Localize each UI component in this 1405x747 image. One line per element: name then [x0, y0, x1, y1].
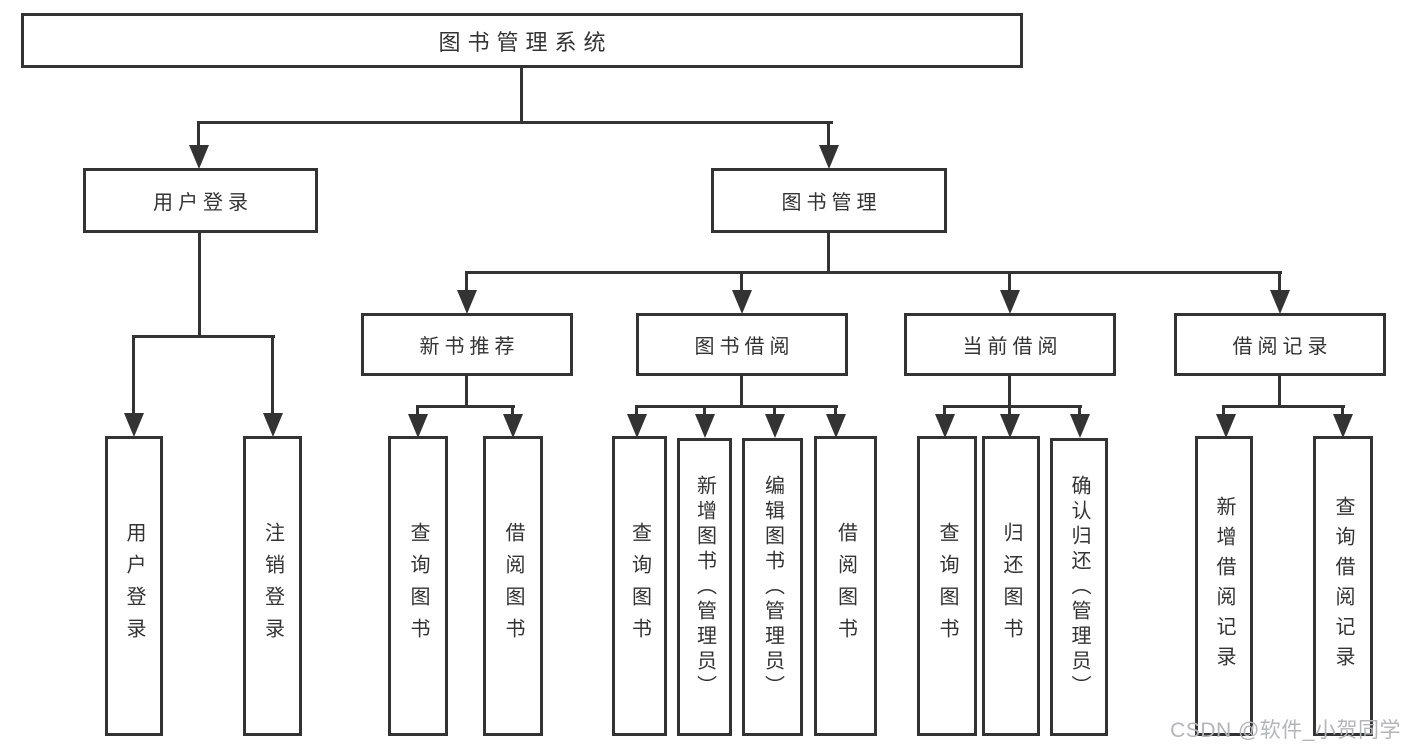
connector-line: [827, 233, 830, 274]
connector-line: [703, 405, 706, 416]
connector-line: [740, 271, 743, 292]
arrow-down-icon: [765, 414, 785, 438]
connector-line: [635, 405, 638, 416]
node-new-book-recommend: 新书推荐: [361, 313, 573, 376]
arrow-down-icon: [263, 413, 283, 437]
connector-line: [416, 405, 515, 408]
connector-line: [197, 121, 833, 124]
node-cb-return-books: 归还图书: [982, 436, 1040, 736]
node-br-add-record: 新增借阅记录: [1195, 436, 1253, 736]
connector-line: [511, 405, 514, 416]
connector-line: [465, 376, 468, 408]
connector-line: [1008, 376, 1011, 408]
arrow-down-icon: [503, 414, 523, 438]
arrow-down-icon: [457, 290, 477, 314]
connector-line: [1278, 376, 1281, 408]
arrow-down-icon: [124, 413, 144, 437]
connector-line: [773, 405, 776, 416]
arrow-down-icon: [732, 290, 752, 314]
connector-line: [1222, 405, 1225, 416]
connector-line: [1008, 405, 1011, 416]
node-book-management: 图书管理: [711, 168, 947, 233]
node-user-login-action: 用户登录: [105, 436, 163, 736]
arrow-down-icon: [935, 414, 955, 438]
arrow-down-icon: [1333, 414, 1353, 438]
connector-line: [198, 232, 201, 338]
node-cb-query-books: 查询图书: [917, 436, 977, 736]
node-nbr-query-books: 查询图书: [388, 436, 448, 736]
connector-line: [943, 405, 946, 416]
node-br-query-record: 查询借阅记录: [1313, 436, 1373, 736]
connector-line: [827, 121, 830, 148]
connector-line: [1278, 271, 1281, 292]
connector-line: [1222, 405, 1345, 408]
connector-line: [271, 335, 274, 415]
connector-line: [1078, 405, 1081, 416]
connector-line: [1008, 271, 1011, 292]
arrow-down-icon: [1070, 414, 1090, 438]
connector-line: [416, 405, 419, 416]
arrow-down-icon: [627, 414, 647, 438]
node-bb-add-books-admin: 新增图书（管理员）: [677, 438, 732, 736]
arrow-down-icon: [1216, 414, 1236, 438]
arrow-down-icon: [1270, 290, 1290, 314]
arrow-down-icon: [408, 414, 428, 438]
node-bb-borrow-books: 借阅图书: [814, 436, 877, 736]
connector-line: [520, 67, 523, 124]
connector-line: [197, 121, 200, 148]
arrow-down-icon: [826, 414, 846, 438]
connector-line: [1341, 405, 1344, 416]
arrow-down-icon: [1000, 414, 1020, 438]
node-logout-action: 注销登录: [243, 436, 302, 736]
connector-line: [635, 405, 838, 408]
node-cb-confirm-return-admin: 确认归还（管理员）: [1050, 438, 1108, 736]
arrow-down-icon: [189, 145, 209, 169]
connector-line: [740, 376, 743, 408]
watermark-text: CSDN @软件_小贺同学: [1170, 719, 1401, 742]
node-library-system: 图书管理系统: [21, 13, 1023, 68]
connector-line: [132, 335, 275, 338]
connector-line: [943, 405, 1082, 408]
node-user-login: 用户登录: [83, 168, 318, 233]
connector-line: [834, 405, 837, 416]
connector-line: [465, 271, 468, 292]
arrow-down-icon: [1000, 290, 1020, 314]
node-borrowing-records: 借阅记录: [1174, 313, 1386, 376]
node-bb-query-books: 查询图书: [612, 436, 667, 736]
node-book-borrowing: 图书借阅: [636, 313, 848, 376]
connector-line: [465, 271, 1282, 274]
node-nbr-borrow-books: 借阅图书: [483, 436, 543, 736]
connector-line: [132, 335, 135, 415]
arrow-down-icon: [695, 414, 715, 438]
node-current-borrowing: 当前借阅: [904, 313, 1116, 376]
arrow-down-icon: [819, 145, 839, 169]
node-bb-edit-books-admin: 编辑图书（管理员）: [742, 438, 803, 736]
